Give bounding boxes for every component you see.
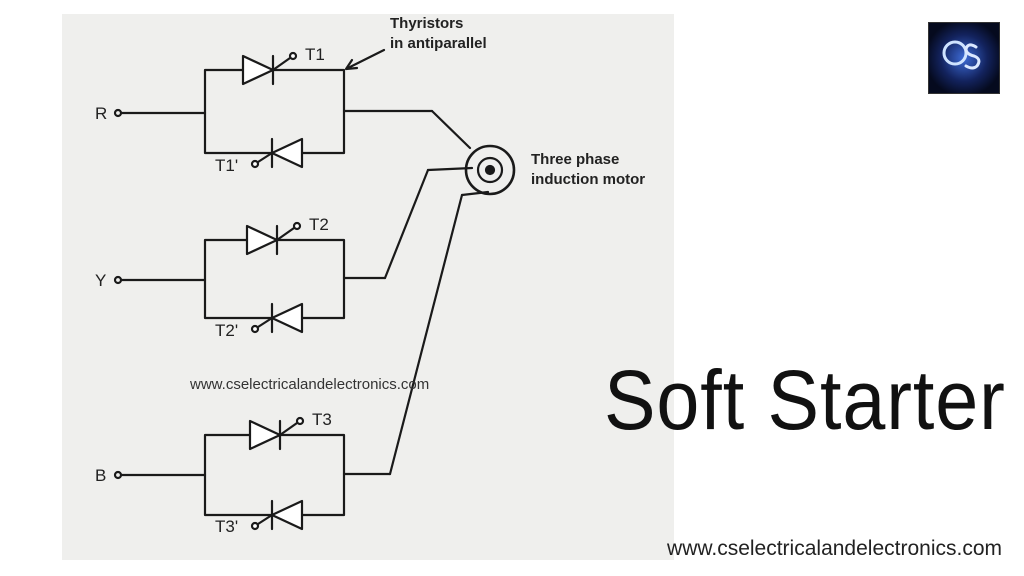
- arrow-head: [344, 58, 359, 71]
- cs-logo-icon: [929, 23, 999, 93]
- thyristors-antiparallel-annotation: Thyristors in antiparallel: [390, 15, 487, 52]
- phase-r-label: R: [95, 104, 107, 123]
- thyristor-t1-label: T1: [305, 45, 325, 64]
- motor-symbol: [464, 144, 516, 196]
- annot-line: Thyristors: [390, 15, 463, 32]
- thyristor-t2-label: T2: [309, 215, 329, 234]
- thyristor-t1-anti-label: T1': [215, 156, 238, 175]
- page-title: Soft Starter: [604, 353, 1006, 447]
- motor-label: Three phase induction motor: [531, 151, 645, 188]
- phase-b-label: B: [95, 466, 106, 485]
- brand-logo: [928, 22, 1000, 94]
- scanned-diagram-background: [62, 14, 674, 560]
- phase-b-thyristor-pair: [113, 190, 490, 531]
- motorlbl-line: induction motor: [531, 171, 645, 188]
- website-watermark: www.cselectricalandelectronics.com: [190, 376, 430, 393]
- thyristor-t3-label: T3: [312, 410, 332, 429]
- annotation-arrow: [346, 48, 386, 70]
- phase-r-thyristor-pair: [113, 51, 472, 169]
- website-url: www.cselectricalandelectronics.com: [667, 537, 1002, 560]
- annot-line: in antiparallel: [390, 35, 487, 52]
- thyristor-t2-anti-label: T2': [215, 321, 238, 340]
- phase-y-thyristor-pair: [113, 166, 474, 334]
- motorlbl-line: Three phase: [531, 151, 619, 168]
- thyristor-t3-anti-label: T3': [215, 517, 238, 536]
- phase-y-label: Y: [95, 271, 106, 290]
